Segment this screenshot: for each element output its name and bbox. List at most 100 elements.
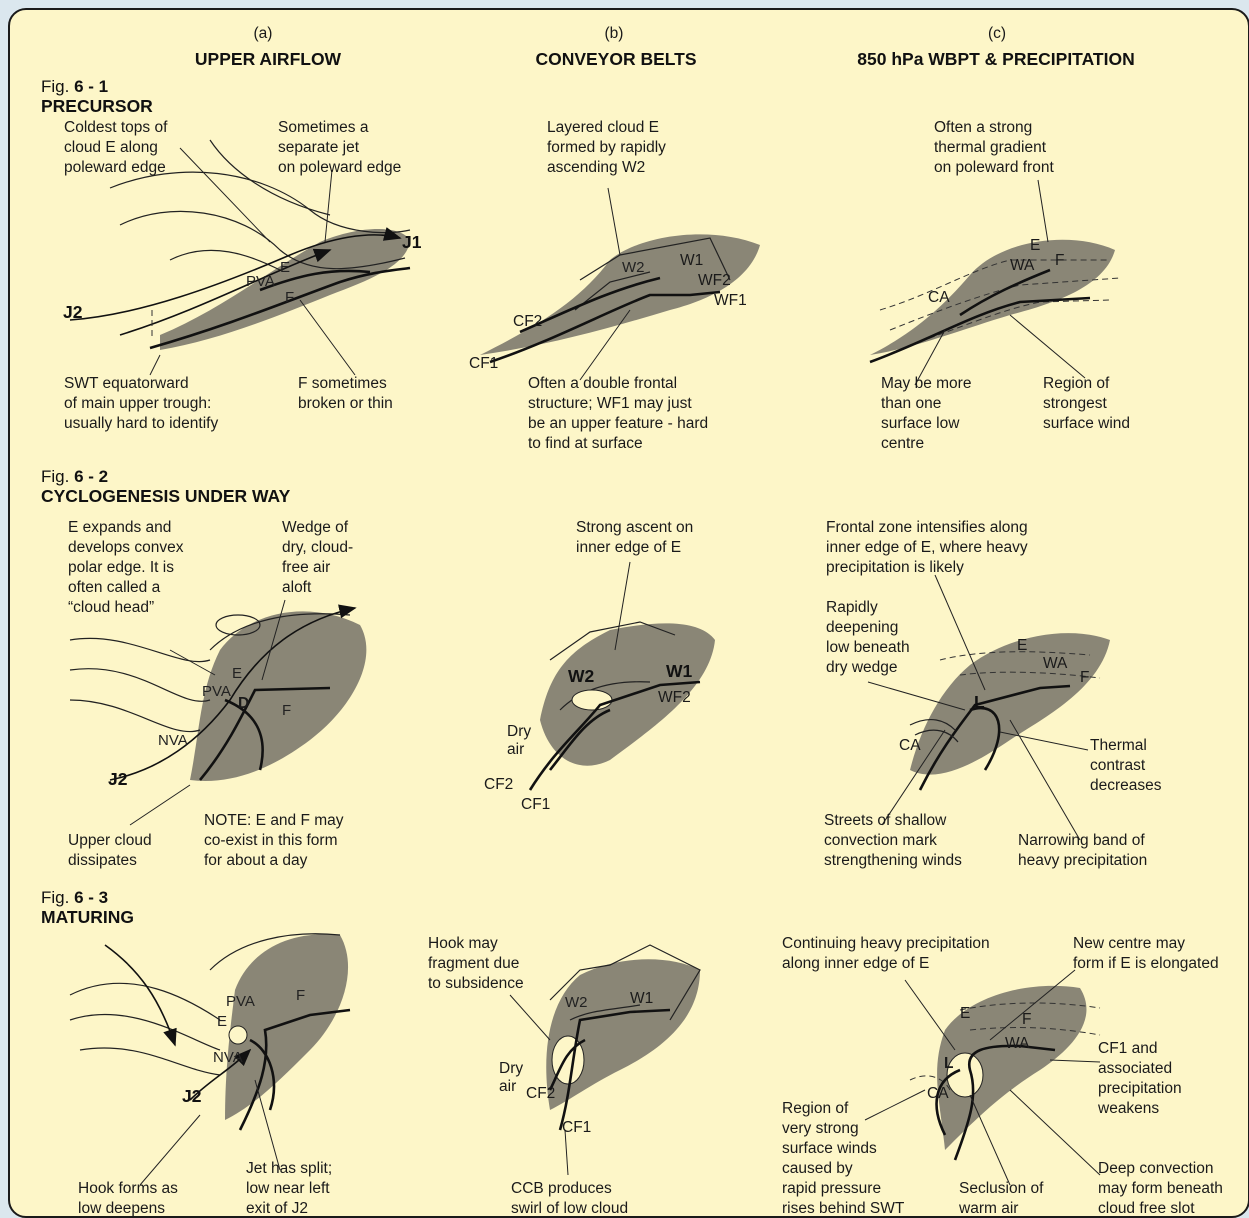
svg-text:CA: CA [927, 1085, 949, 1102]
column-a-title: UPPER AIRFLOW [195, 49, 342, 69]
svg-text:W2: W2 [565, 994, 588, 1011]
svg-text:F: F [1080, 669, 1089, 686]
svg-text:CF1: CF1 [469, 355, 498, 372]
svg-text:PVA: PVA [246, 273, 275, 290]
svg-text:E: E [280, 259, 290, 276]
cyclogenesis-conveyor-belts-diagram: W2 W1 WF2 Dry air CF2 CF1 [484, 562, 715, 813]
svg-text:Dry: Dry [507, 723, 531, 740]
svg-text:D: D [238, 695, 249, 712]
schematic-svg: (a) UPPER AIRFLOW (b) CONVEYOR BELTS (c)… [10, 10, 1248, 1216]
svg-text:J1: J1 [402, 232, 422, 252]
svg-text:PVA: PVA [202, 683, 231, 700]
row-cyclogenesis: Fig. 6 - 2 CYCLOGENESIS UNDER WAY PVA E … [41, 467, 1162, 869]
svg-text:CF2: CF2 [484, 776, 513, 793]
svg-text:F: F [285, 289, 294, 306]
row-maturing: Fig. 6 - 3 MATURING PVA F E NVA J2 Hook … [41, 888, 1223, 1216]
svg-text:WA: WA [1005, 1035, 1030, 1052]
svg-text:L: L [944, 1055, 953, 1072]
column-a-letter: (a) [254, 25, 273, 42]
svg-text:F: F [296, 987, 305, 1004]
precursor-wbpt-diagram: E WA F CA [870, 180, 1120, 385]
svg-text:W1: W1 [680, 252, 703, 269]
svg-text:WA: WA [1043, 655, 1068, 672]
svg-text:J2: J2 [108, 769, 128, 789]
maturing-conveyor-belts-diagram: W2 W1 Dry air CF2 CF1 [499, 945, 700, 1175]
svg-text:PVA: PVA [226, 993, 255, 1010]
svg-text:NVA: NVA [213, 1049, 243, 1066]
svg-text:E: E [1017, 637, 1027, 654]
svg-text:CF2: CF2 [526, 1085, 555, 1102]
svg-text:L: L [974, 692, 985, 712]
svg-text:CA: CA [899, 737, 921, 754]
cyclogenesis-upper-airflow-diagram: PVA E D F NVA J2 [70, 600, 366, 825]
note-ccb-swirl: CCB producesswirl of low cloud [511, 1180, 628, 1216]
svg-text:WA: WA [1010, 257, 1035, 274]
fig-label: Fig. 6 - 2 [41, 467, 108, 486]
stage-title: CYCLOGENESIS UNDER WAY [41, 486, 291, 506]
column-c-letter: (c) [988, 25, 1006, 42]
svg-text:E: E [1030, 237, 1040, 254]
svg-text:CF1: CF1 [562, 1119, 591, 1136]
diagram-panel: (a) UPPER AIRFLOW (b) CONVEYOR BELTS (c)… [8, 8, 1249, 1218]
svg-text:J2: J2 [63, 302, 83, 322]
fig-label: Fig. 6 - 3 [41, 888, 108, 907]
svg-text:F: F [1022, 1011, 1031, 1028]
svg-text:E: E [217, 1013, 227, 1030]
svg-text:CF2: CF2 [513, 313, 542, 330]
fig-label: Fig. 6 - 1 [41, 77, 108, 96]
column-c-title: 850 hPa WBPT & PRECIPITATION [857, 49, 1134, 69]
svg-text:W1: W1 [630, 990, 653, 1007]
stage-title: MATURING [41, 907, 134, 927]
precursor-conveyor-belts-diagram: W2 W1 WF2 WF1 CF2 CF1 [469, 188, 760, 380]
svg-text:WF2: WF2 [658, 689, 691, 706]
cyclogenesis-wbpt-diagram: E WA F L CA [868, 575, 1110, 840]
svg-text:WF2: WF2 [698, 272, 731, 289]
svg-text:air: air [499, 1078, 516, 1095]
svg-text:W2: W2 [622, 259, 645, 276]
column-b-letter: (b) [605, 25, 624, 42]
svg-text:W1: W1 [666, 661, 693, 681]
column-b-title: CONVEYOR BELTS [535, 49, 696, 69]
svg-text:J2: J2 [182, 1086, 202, 1106]
svg-text:CA: CA [928, 289, 950, 306]
svg-text:E: E [960, 1005, 970, 1022]
svg-text:air: air [507, 741, 524, 758]
row-precursor: Fig. 6 - 1 PRECURSOR PVA E F J1 J2 Colde… [41, 77, 1130, 452]
svg-text:W2: W2 [568, 666, 595, 686]
stage-title: PRECURSOR [41, 96, 153, 116]
maturing-upper-airflow-diagram: PVA F E NVA J2 [70, 934, 350, 1185]
svg-text:Dry: Dry [499, 1060, 523, 1077]
maturing-wbpt-diagram: E F WA L CA [865, 970, 1100, 1185]
svg-text:F: F [282, 702, 291, 719]
svg-text:F: F [1055, 252, 1064, 269]
svg-text:WF1: WF1 [714, 292, 747, 309]
svg-text:E: E [232, 665, 242, 682]
